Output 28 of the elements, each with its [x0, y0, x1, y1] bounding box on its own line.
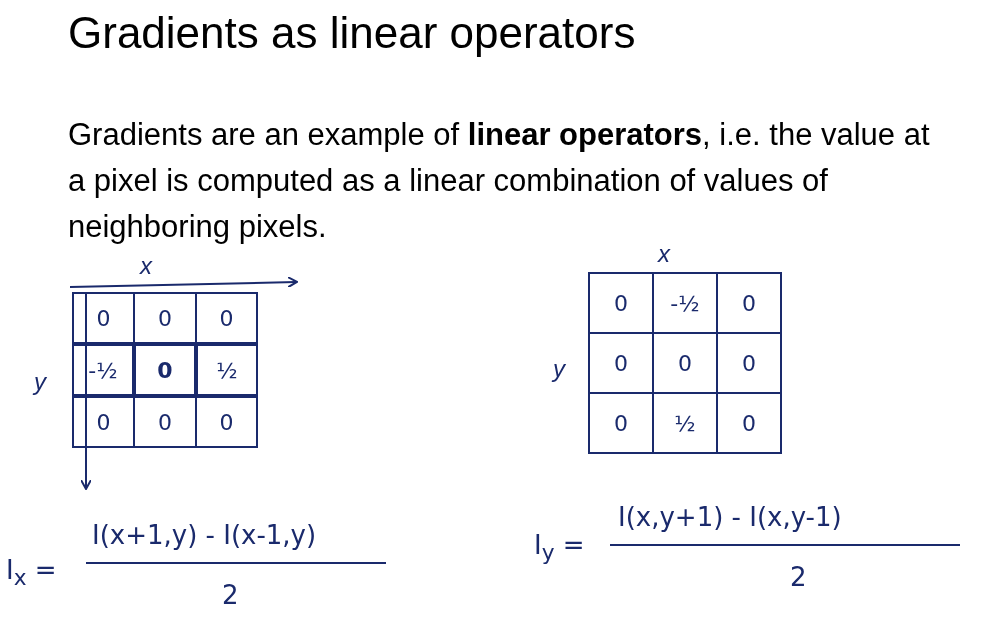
kernel-cell: 0 [589, 273, 653, 333]
kernel-cell: -½ [73, 344, 134, 396]
formula-denominator: 2 [222, 580, 239, 610]
axis-label: x [140, 252, 152, 280]
formula-lhs: I$_{y}$ = [534, 530, 585, 566]
kernel-cell: 0 [589, 393, 653, 453]
formula-lhs: I$_{x}$ = [6, 555, 57, 591]
kernel-cell: 0 [134, 293, 196, 344]
kernel-cell: 0 [134, 344, 196, 396]
kernel-cell: 0 [589, 333, 653, 393]
kernel-cell: ½ [196, 344, 257, 396]
kernel-cell: 0 [653, 333, 717, 393]
kernel-cell: 0 [717, 273, 781, 333]
kernel-cell: 0 [196, 396, 257, 447]
formula-numerator: I(x,y+1) - I(x,y-1) [618, 502, 842, 532]
axis-label: y [553, 355, 565, 383]
slide-title: Gradients as linear operators [68, 8, 636, 58]
kernel-cell: 0 [134, 396, 196, 447]
kernel-cell: 0 [73, 293, 134, 344]
kernel-cell: 0 [717, 393, 781, 453]
formula-denominator: 2 [790, 562, 807, 592]
kernel-cell: 0 [717, 333, 781, 393]
formula-numerator: I(x+1,y) - I(x-1,y) [92, 520, 317, 550]
kernel-cell: -½ [653, 273, 717, 333]
axis-label: y [34, 368, 46, 396]
kernel-cell: 0 [73, 396, 134, 447]
kernel-cell: ½ [653, 393, 717, 453]
kernel-cell: 0 [196, 293, 257, 344]
